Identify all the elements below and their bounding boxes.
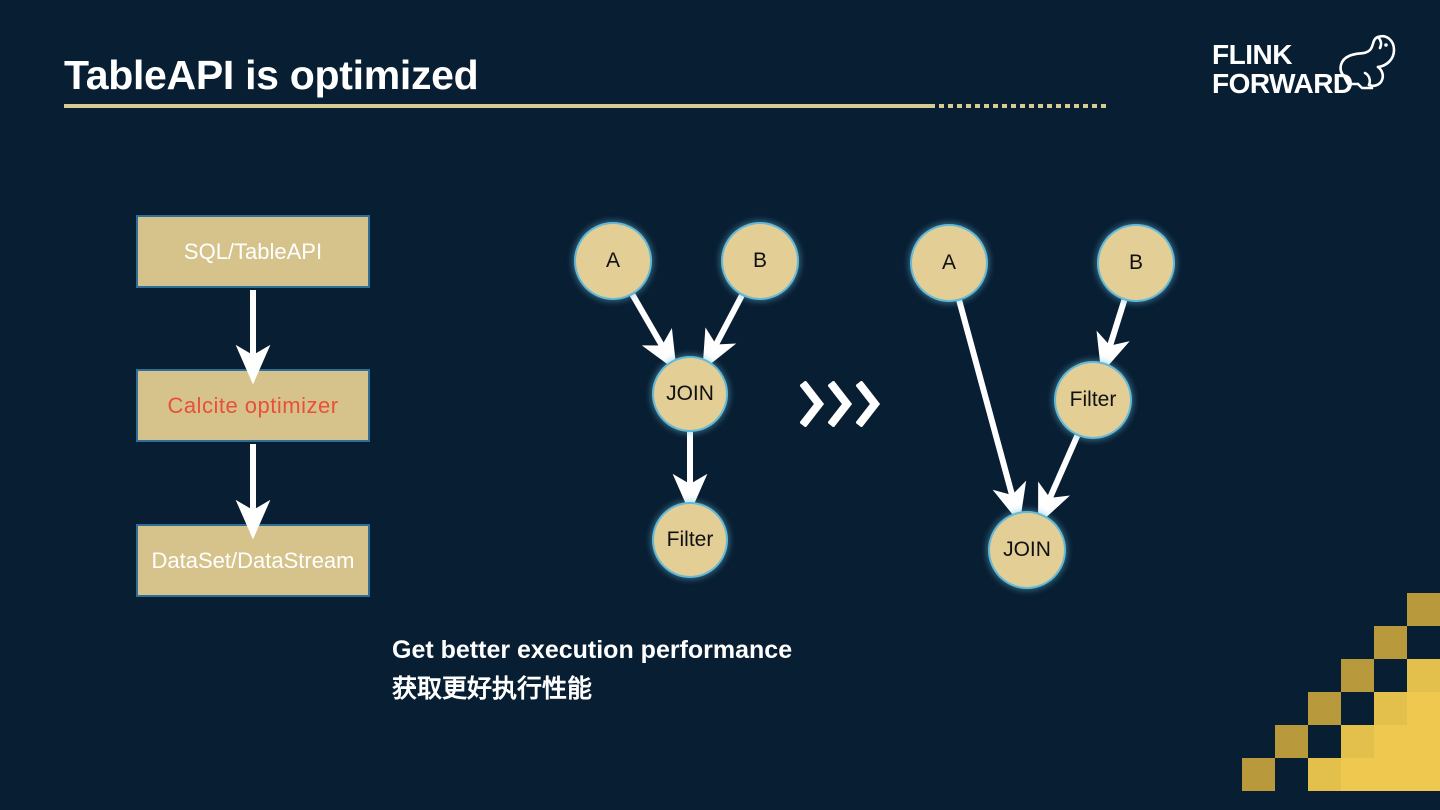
checker-cell	[1374, 692, 1407, 725]
pipeline-box-label: Calcite optimizer	[167, 392, 339, 418]
checker-cell	[1341, 725, 1374, 758]
caption-block: Get better execution performance 获取更好执行性…	[392, 631, 792, 709]
chevrons-right-icon	[800, 381, 882, 427]
checker-cell	[1374, 725, 1407, 758]
checker-cell	[1407, 659, 1440, 692]
checker-cell	[1407, 725, 1440, 758]
page-title: TableAPI is optimized	[64, 52, 479, 98]
checker-cell	[1308, 692, 1341, 725]
plan-node-filter[interactable]: Filter	[654, 504, 726, 576]
title-underline-solid	[64, 104, 930, 108]
pipeline-box-label: DataSet/DataStream	[151, 547, 355, 573]
edge-b-to-filter	[1096, 299, 1130, 374]
checker-cell	[1374, 626, 1407, 659]
plan-node-join[interactable]: JOIN	[990, 513, 1064, 587]
checker-cell	[1275, 725, 1308, 758]
caption-line-cn: 获取更好执行性能	[392, 675, 593, 703]
checker-cell	[1341, 758, 1374, 791]
plan-node-label: JOIN	[666, 382, 714, 405]
pipeline-box-label: SQL/TableAPI	[183, 238, 323, 264]
plan-node-label: B	[1128, 251, 1143, 274]
plan-node-label: Filter	[666, 528, 714, 551]
checker-cell	[1374, 758, 1407, 791]
plan-node-label: B	[752, 249, 767, 272]
logo-line-1: FLINK	[1212, 39, 1292, 70]
plan-node-b[interactable]: B	[723, 224, 797, 298]
plan-node-filter[interactable]: Filter	[1056, 363, 1130, 437]
checker-cell	[1242, 758, 1275, 791]
squirrel-icon	[1339, 34, 1396, 90]
plan-node-b[interactable]: B	[1099, 226, 1173, 300]
pipeline-box-dataset-datastream[interactable]: DataSet/DataStream	[136, 524, 370, 597]
edge-filter-to-join	[1038, 434, 1081, 525]
logo-line-2: FORWARD	[1212, 68, 1353, 99]
plan-node-join[interactable]: JOIN	[654, 358, 726, 430]
plan-node-a[interactable]: A	[576, 224, 650, 298]
flink-forward-logo: FLINK FORWARD	[1212, 34, 1402, 114]
checker-cell	[1407, 692, 1440, 725]
pipeline-box-calcite-optimizer[interactable]: Calcite optimizer	[136, 369, 370, 442]
plan-node-a[interactable]: A	[912, 226, 986, 300]
edge-a-to-join	[956, 299, 1027, 524]
edge-b-to-join	[702, 294, 745, 371]
plan-node-label: JOIN	[1003, 538, 1051, 561]
logo-wordmark: FLINK FORWARD	[1212, 40, 1353, 98]
plan-node-label: A	[941, 251, 956, 274]
plan-node-label: Filter	[1069, 388, 1117, 411]
pipeline-box-sql-tableapi[interactable]: SQL/TableAPI	[136, 215, 370, 288]
checkerboard-pattern	[1176, 560, 1440, 810]
caption-line-en: Get better execution performance	[392, 636, 793, 664]
checker-cell	[1407, 593, 1440, 626]
checker-cell	[1407, 758, 1440, 791]
title-underline-dotted	[930, 104, 1106, 108]
edge-a-to-join	[629, 293, 677, 371]
checker-cell	[1341, 659, 1374, 692]
checker-cell	[1308, 758, 1341, 791]
plan-node-label: A	[605, 249, 620, 272]
